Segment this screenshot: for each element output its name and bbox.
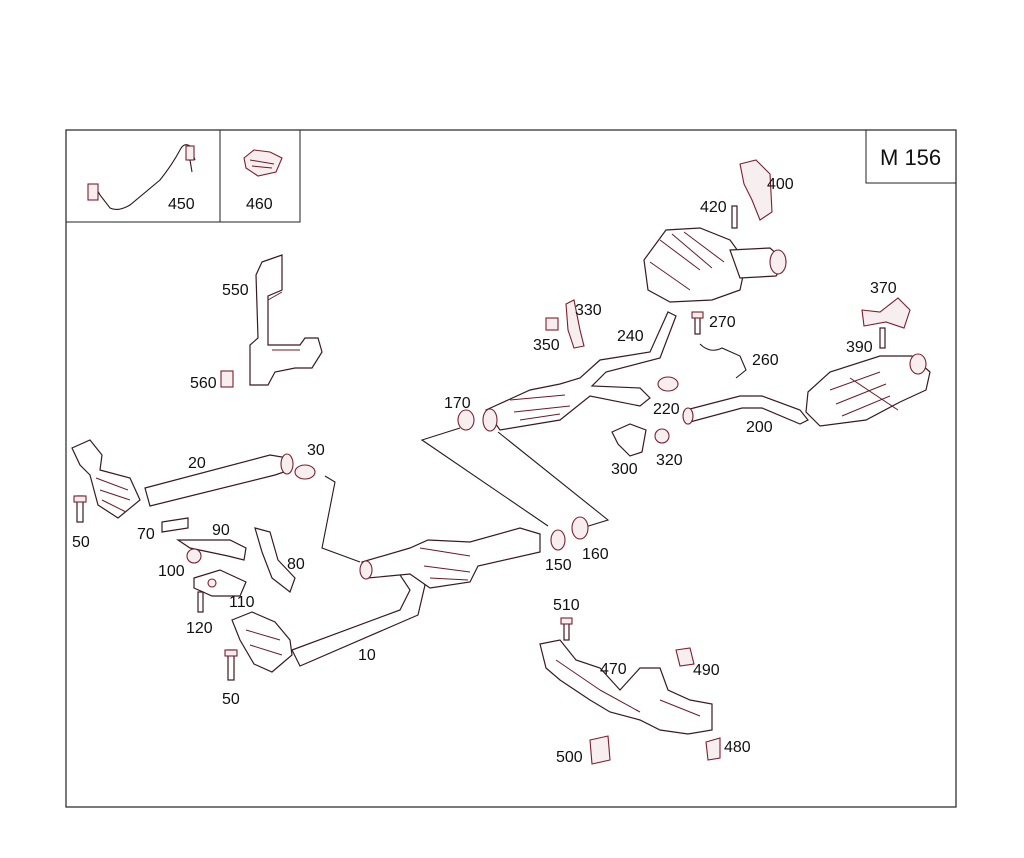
rubber-mount-100-icon[interactable] (186, 548, 202, 564)
hanger-330-icon[interactable] (565, 299, 585, 349)
nut-320-icon[interactable] (654, 428, 670, 444)
part-label-70: 70 (137, 526, 155, 543)
part-label-120: 120 (186, 620, 213, 637)
part-label-90: 90 (212, 522, 230, 539)
part-label-350: 350 (533, 337, 560, 354)
part-label-300: 300 (611, 461, 638, 478)
part-label-110: 110 (229, 594, 255, 611)
bolt-510-icon[interactable] (560, 617, 573, 641)
clip-500-icon[interactable] (589, 735, 611, 765)
clamp-220-icon[interactable] (657, 376, 679, 392)
bolt-390-icon[interactable] (879, 327, 886, 349)
part-label-560: 560 (190, 375, 217, 392)
part-label-320: 320 (656, 452, 683, 469)
rear-muffler-upper-icon[interactable] (643, 227, 787, 303)
tailpipe-260-icon[interactable] (699, 343, 747, 379)
bracket-70-icon[interactable] (161, 517, 189, 533)
bolt-50-lower-icon[interactable] (224, 649, 238, 681)
part-label-420: 420 (700, 199, 727, 216)
oxygen-sensor-icon[interactable] (87, 144, 196, 211)
bracket-300-icon[interactable] (611, 423, 647, 457)
part-label-160: 160 (582, 546, 609, 563)
part-label-10: 10 (358, 647, 376, 664)
diagram-frame (65, 129, 957, 808)
inset-label-460: 460 (246, 196, 273, 213)
part-label-480: 480 (724, 739, 751, 756)
center-catalytic-converter-icon[interactable] (359, 527, 541, 589)
part-label-170: 170 (444, 395, 471, 412)
part-label-270: 270 (709, 314, 736, 331)
bracket-550-icon[interactable] (249, 254, 323, 386)
clamp-30-icon[interactable] (294, 464, 316, 480)
bolt-120-icon[interactable] (197, 591, 204, 613)
part-label-390: 390 (846, 339, 873, 356)
part-label-240: 240 (617, 328, 644, 345)
leader-line-160 (497, 431, 610, 529)
hanger-400-icon[interactable] (739, 159, 773, 221)
rubber-mount-350-icon[interactable] (545, 317, 559, 331)
bracket-80-icon[interactable] (254, 527, 296, 593)
part-label-490: 490 (693, 662, 720, 679)
bracket-90-icon[interactable] (176, 539, 247, 561)
bolt-270-icon[interactable] (691, 311, 704, 335)
leader-line-170 (420, 427, 549, 527)
part-label-150: 150 (545, 557, 572, 574)
part-label-260: 260 (752, 352, 779, 369)
part-label-470: 470 (600, 661, 627, 678)
clamp-170-icon[interactable] (457, 409, 475, 431)
bracket-110-icon[interactable] (193, 569, 247, 597)
clip-490-icon[interactable] (675, 647, 695, 667)
retaining-clip-icon[interactable] (243, 149, 283, 177)
front-pipe-10-icon[interactable] (231, 567, 426, 673)
bolt-50-upper-icon[interactable] (73, 495, 87, 523)
inset-label-450: 450 (168, 196, 195, 213)
rear-pipe-200-icon[interactable] (682, 353, 931, 427)
part-label-370: 370 (870, 280, 897, 297)
part-label-550: 550 (222, 282, 249, 299)
part-560-icon[interactable] (220, 370, 234, 388)
front-pipe-20-icon[interactable] (71, 439, 294, 519)
bolt-420-icon[interactable] (731, 205, 738, 229)
part-label-330: 330 (575, 302, 602, 319)
part-label-50-lower: 50 (222, 691, 240, 708)
part-label-50-upper: 50 (72, 534, 90, 551)
part-label-80: 80 (287, 556, 305, 573)
inset-box-450 (65, 129, 221, 223)
part-label-400: 400 (767, 176, 794, 193)
model-code-box (865, 129, 957, 184)
part-label-20: 20 (188, 455, 206, 472)
part-label-500: 500 (556, 749, 583, 766)
inset-box-460 (219, 129, 301, 223)
part-label-100: 100 (158, 563, 185, 580)
clip-480-icon[interactable] (705, 737, 721, 761)
model-code: M 156 (880, 145, 941, 170)
part-label-200: 200 (746, 419, 773, 436)
part-label-30: 30 (307, 442, 325, 459)
part-label-510: 510 (553, 597, 580, 614)
rear-y-pipe-240-icon[interactable] (482, 311, 677, 432)
clamp-150-icon[interactable] (550, 529, 566, 551)
part-label-220: 220 (653, 401, 680, 418)
hanger-370-icon[interactable] (861, 297, 911, 329)
heat-shield-bracket-470-icon[interactable] (539, 639, 713, 735)
leader-line-30 (321, 475, 361, 563)
clamp-160-icon[interactable] (571, 516, 589, 540)
